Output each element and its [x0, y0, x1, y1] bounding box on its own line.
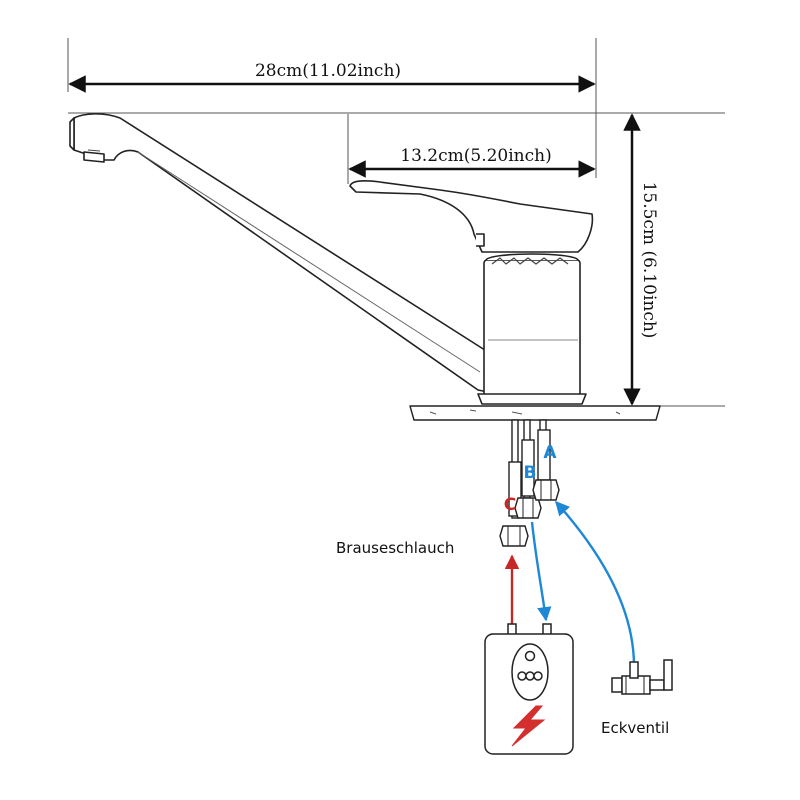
- connector-nut-a: [532, 479, 560, 501]
- connector-nut-c: [499, 525, 529, 547]
- water-heater-icon: [484, 623, 574, 755]
- faucet-base: [477, 393, 587, 405]
- lever-handle: [349, 180, 594, 253]
- connection-letter-b: B: [524, 463, 537, 483]
- faucet-body: [483, 259, 581, 397]
- faucet-drawing: [69, 113, 661, 421]
- lightning-bolt-icon: [511, 705, 546, 747]
- angle-valve-icon: [611, 659, 673, 695]
- connection-letter-a: A: [543, 443, 557, 463]
- total-length-label: 28cm(11.02inch): [255, 61, 401, 81]
- lever-length-label: 13.2cm(5.20inch): [400, 146, 551, 166]
- connector-nut-b: [514, 497, 542, 519]
- cold-supply-arrow: [555, 500, 636, 667]
- aerator: [69, 117, 75, 151]
- supply-pipes: [499, 419, 560, 547]
- flow-arrows: [504, 500, 636, 667]
- shower-hose-label: Brauseschlauch: [336, 539, 454, 557]
- countertop: [409, 405, 661, 421]
- dimension-total-length: 28cm(11.02inch): [67, 38, 597, 178]
- dimension-height: 15.5cm (6.10inch): [68, 112, 725, 407]
- height-label: 15.5cm (6.10inch): [639, 182, 659, 339]
- dimension-lever-length: 13.2cm(5.20inch): [347, 114, 596, 184]
- spout: [73, 113, 489, 393]
- angle-valve-label: Eckventil: [601, 719, 669, 737]
- connection-letter-c: C: [504, 495, 516, 515]
- cold-to-heater-arrow: [530, 521, 552, 622]
